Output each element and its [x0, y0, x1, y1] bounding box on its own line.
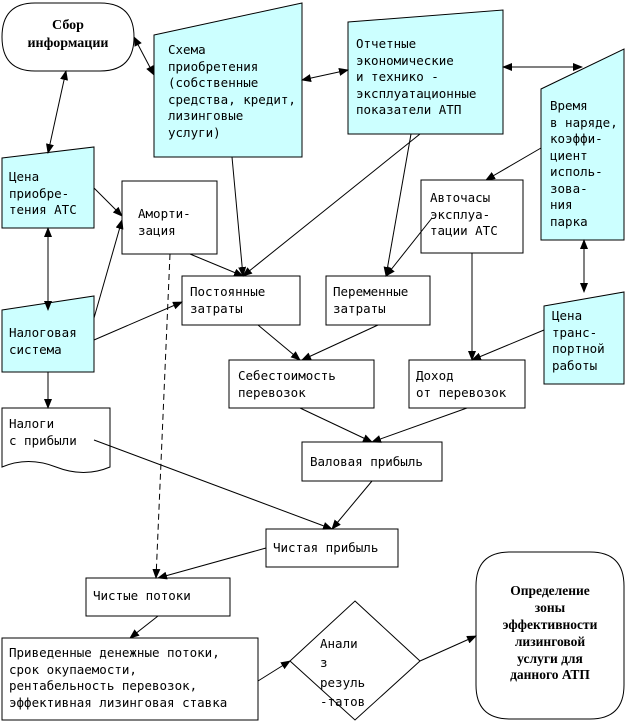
- cost-shape: [228, 359, 375, 409]
- cost-label: Себестоимость перевозок: [238, 368, 336, 400]
- net-shape: [265, 528, 399, 568]
- tax-system-shape: [1, 295, 95, 373]
- arrow-cost-gross: [299, 407, 373, 443]
- arrow-price-amort: [93, 187, 123, 217]
- price-ats-label: Цена приобре- тения АТС: [9, 169, 77, 217]
- taxes-label: Налоги с прибыли: [9, 416, 77, 448]
- arrow-time-hours: [485, 147, 542, 181]
- analysis-label: Анали з резуль -татов: [320, 636, 366, 710]
- hours-label: Авточасы эксплуа- тации АТС: [430, 190, 498, 238]
- arrow-indicators-analysis: [257, 660, 291, 682]
- arrow-pricetransport-income: [471, 329, 545, 361]
- net-label: Чистая прибыль: [273, 540, 379, 555]
- arrow-gross-net: [331, 480, 373, 530]
- gross-label: Валовая прибыль: [310, 454, 423, 469]
- indicators-shape: [1, 637, 259, 721]
- arrow-taxes-net: [93, 439, 333, 530]
- income-shape: [408, 359, 526, 409]
- reports-label: Отчетные экономические и технико - экспл…: [356, 36, 477, 117]
- flows-label: Чистые потоки: [93, 588, 191, 603]
- arrow-taxsystem-fixed: [93, 301, 183, 341]
- variable-label: Переменные затраты: [333, 284, 409, 316]
- fixed-label: Постоянные затраты: [190, 284, 266, 316]
- result-shape: [475, 551, 625, 720]
- arrow-net-flows: [157, 547, 267, 580]
- arrow-income-gross: [371, 407, 468, 443]
- arrow-variable-cost: [301, 324, 379, 361]
- indicators-label: Приведенные денежные потоки, срок окупае…: [9, 645, 228, 710]
- arrow-scheme-fixed: [231, 156, 247, 277]
- result-label: Определение зоны эффективности лизингово…: [502, 583, 598, 683]
- arrow-hours-variable: [385, 217, 433, 277]
- reports-shape: [347, 9, 504, 135]
- taxes-shape: [1, 407, 111, 473]
- arrow-analysis-result: [419, 635, 477, 662]
- arrow-collect-price: [46, 70, 68, 154]
- price-transport-label: Цена транс- портной работы: [552, 308, 605, 373]
- time-label: Время в наряде, коэффи- циент исполь- зо…: [550, 98, 618, 229]
- collect-label: Сбор информации: [27, 18, 109, 51]
- arrow-reports-fixed: [242, 133, 421, 277]
- amort-label: Аморти- зация: [138, 206, 191, 238]
- scheme-label: Схема приобретения (собственные средства…: [168, 42, 296, 140]
- arrow-amort-fixed: [189, 253, 244, 277]
- scheme-shape: [153, 2, 303, 158]
- gross-shape: [301, 441, 443, 482]
- arrow-scheme-reports: [301, 68, 349, 82]
- time-shape: [540, 48, 625, 241]
- price-transport-shape: [543, 291, 625, 385]
- collect-shape: [1, 2, 135, 72]
- income-label: Доход от перевозок: [416, 368, 507, 400]
- tax-system-label: Налоговая система: [9, 325, 77, 357]
- arrow-reports-variable: [383, 133, 412, 277]
- arrow-fixed-cost: [257, 324, 301, 361]
- arrow-collect-scheme: [133, 36, 155, 76]
- arrow-taxsystem-amort: [93, 219, 124, 319]
- arrow-flows-indicators: [129, 615, 159, 639]
- arrow-amort-flows-dashed: [152, 253, 171, 579]
- analysis-shape: [289, 600, 421, 721]
- fixed-shape: [181, 275, 301, 326]
